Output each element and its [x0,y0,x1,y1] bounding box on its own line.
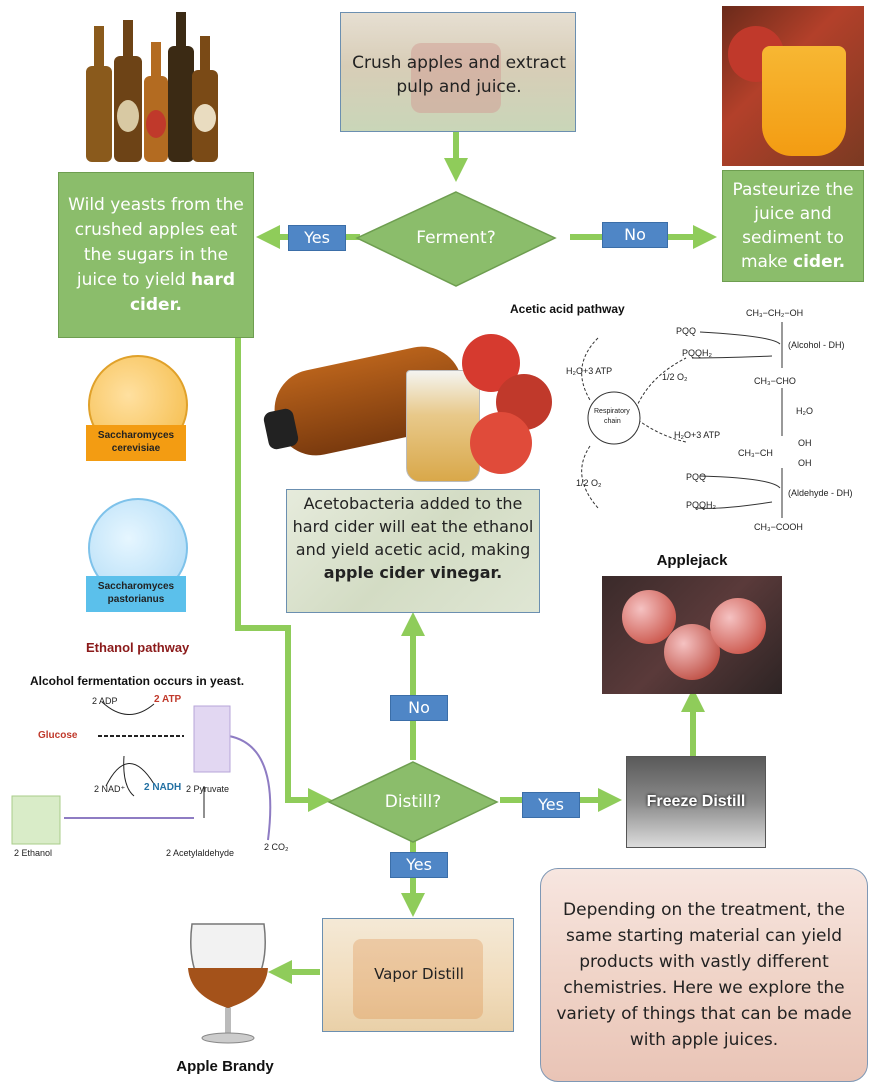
cider-glass-photo [722,6,864,166]
acetic-acetaldehyde: CH₃−CHO [754,376,796,386]
crush-box: Crush apples and extract pulp and juice. [340,12,576,132]
distill-diamond [327,761,499,843]
ethanol-atp: 2 ATP [154,694,182,705]
ethanol-ethanol: 2 Ethanol [14,848,53,858]
summary-box: Depending on the treatment, the same sta… [540,868,868,1082]
vapor-distill-text: Vapor Distill [374,965,464,983]
acetic-chain1: Respiratory [594,408,630,415]
ethanol-adp: 2 ADP [92,696,118,706]
pasteurize-text-bold: cider. [793,252,846,272]
vinegar-box: Acetobacteria added to the hard cider wi… [286,489,540,613]
hard-cider-text: Wild yeasts from the crushed apples eat … [67,193,245,318]
ethanol-arrows [11,701,272,845]
distill-label: Distill? [384,792,442,812]
glass-shape [762,46,846,156]
still-illustration [353,939,483,1019]
applejack-photo [602,576,782,694]
acetic-title: Acetic acid pathway [510,302,625,316]
frozen-apple-1 [622,590,676,644]
hard-cider-box: Wild yeasts from the crushed apples eat … [58,172,254,338]
vinegar-text-main: Acetobacteria added to the hard cider wi… [292,494,534,559]
acetic-ethanol: CH₃−CH₂−OH [746,308,804,318]
distill-yes-down-pill: Yes [390,852,448,878]
acetic-pathway: Acetic acid pathway CH₃−CH₂−OH (Alcohol … [510,296,870,546]
ethanol-nadh: 2 NADH [144,782,182,793]
acetic-pqq2: PQQ [686,472,707,482]
cerevisiae-line1: Saccharomyces [97,430,175,441]
pasteurize-text-main: Pasteurize the juice and sediment to mak… [732,180,854,272]
acetic-o2a: 1/2 O₂ [662,372,688,382]
pastorianus-line2: pastorianus [107,594,165,605]
acetic-pqq1: PQQ [676,326,697,336]
acetic-oh1: OH [798,438,812,448]
pasteurize-text: Pasteurize the juice and sediment to mak… [727,178,859,274]
vinegar-text-bold: apple cider vinegar. [323,563,503,582]
bottles-illustration [86,12,218,162]
yeast-cerevisiae: Saccharomyces cerevisiae [86,355,188,473]
pasteurize-box: Pasteurize the juice and sediment to mak… [722,170,864,282]
arrow-hardcider-to-distill [235,338,332,812]
yeast-pastorianus: Saccharomyces pastorianus [86,498,188,616]
vinegar-glass [406,370,480,482]
pastorianus-label: Saccharomyces pastorianus [86,576,186,612]
apple-3 [470,412,532,474]
crush-text: Crush apples and extract pulp and juice. [352,53,566,97]
acetic-pqqh2: PQQH₂ [686,500,716,510]
hard-cider-text-bold: hard cider. [129,269,236,315]
brandy-glass [180,916,276,1046]
distill-yes-right-pill: Yes [522,792,580,818]
ethanol-co2: 2 CO₂ [264,842,289,852]
vapor-distill-box: Vapor Distill [322,918,514,1032]
cerevisiae-label: Saccharomyces cerevisiae [86,425,186,461]
ferment-yes-pill: Yes [288,225,346,251]
applejack-caption: Applejack [656,552,728,569]
acetic-alcohol-dh: (Alcohol - DH) [788,340,845,350]
acetic-arrows [581,322,783,518]
ferment-diamond [355,191,557,287]
ethanol-acetaldehyde: 2 Acetylaldehyde [166,848,235,858]
ethanol-nad: 2 NAD⁺ [94,784,126,794]
freeze-distill-box: Freeze Distill [626,756,766,848]
acetic-atp1: H₂O+3 ATP [566,366,613,376]
acetic-pqqh1: PQQH₂ [682,348,712,358]
frozen-apple-3 [710,598,766,654]
ethanol-pathway: Ethanol pathway Alcohol fermentation occ… [4,636,314,866]
freeze-distill-text: Freeze Distill [646,793,746,810]
crusher-illustration [411,43,501,113]
acetic-aldehyde-dh: (Aldehyde - DH) [788,488,853,498]
distill-no-pill: No [390,695,448,721]
pastorianus-line1: Saccharomyces [97,581,175,592]
ferment-label: Ferment? [416,228,496,248]
hard-cider-text-main: Wild yeasts from the crushed apples eat … [68,194,244,290]
acetic-hydrate: CH₃−CH [738,448,773,458]
ethanol-glucose: Glucose [38,730,78,741]
ethanol-subtitle: Alcohol fermentation occurs in yeast. [30,674,245,688]
ethanol-pyruvate: 2 Pyruvate [186,784,230,794]
cider-bottles-photo [82,6,222,164]
acetic-atp2: H₂O+3 ATP [674,430,721,440]
acetic-o2b: 1/2 O₂ [576,478,602,488]
acetic-oh2: OH [798,458,812,468]
ferment-no-pill: No [602,222,668,248]
acetic-chain2: chain [604,418,621,425]
ethanol-title: Ethanol pathway [86,640,190,655]
vinegar-photo [262,330,556,486]
acetic-h2o: H₂O [796,406,813,416]
cerevisiae-line2: cerevisiae [111,443,161,454]
brandy-caption: Apple Brandy [176,1058,274,1075]
summary-text: Depending on the treatment, the same sta… [556,900,852,1050]
acetic-acid: CH₃−COOH [754,522,803,532]
brandy-illustration [188,923,268,1044]
